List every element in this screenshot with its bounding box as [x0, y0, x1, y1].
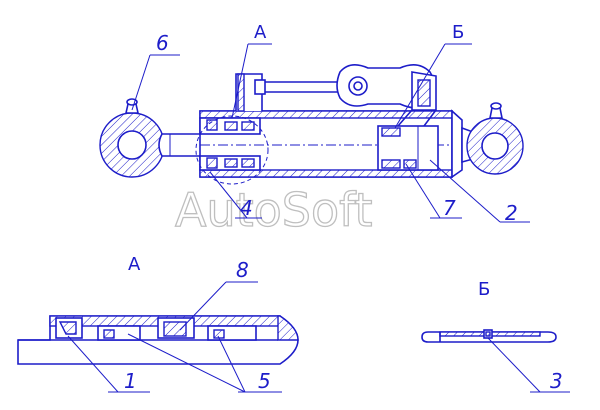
leader-lines-main: [131, 43, 530, 223]
view-a-title: А: [128, 254, 141, 275]
leader-lines-view-b: [487, 337, 570, 393]
view-b-title: Б: [478, 279, 490, 300]
callout-7: 7: [443, 196, 456, 220]
watermark-text: AutoSoft: [175, 183, 373, 237]
callout-3: 3: [550, 369, 563, 393]
callout-2: 2: [505, 201, 518, 225]
callout-view-b: Б: [452, 22, 464, 43]
callout-8: 8: [236, 258, 249, 282]
callout-view-a: А: [254, 22, 267, 43]
left-eye: [99, 98, 165, 178]
hydraulic-lock: [336, 64, 437, 127]
gland: [195, 115, 269, 185]
cylinder-assembly: [99, 64, 524, 185]
detail-view-a: [17, 315, 299, 365]
right-eye: [466, 102, 524, 175]
piston: [377, 125, 439, 171]
callout-6: 6: [156, 31, 169, 55]
detail-view-b: [421, 329, 557, 343]
callout-4: 4: [240, 196, 253, 220]
callout-5: 5: [258, 369, 271, 393]
callout-1: 1: [124, 369, 137, 393]
leader-lines-view-a: [67, 281, 282, 393]
